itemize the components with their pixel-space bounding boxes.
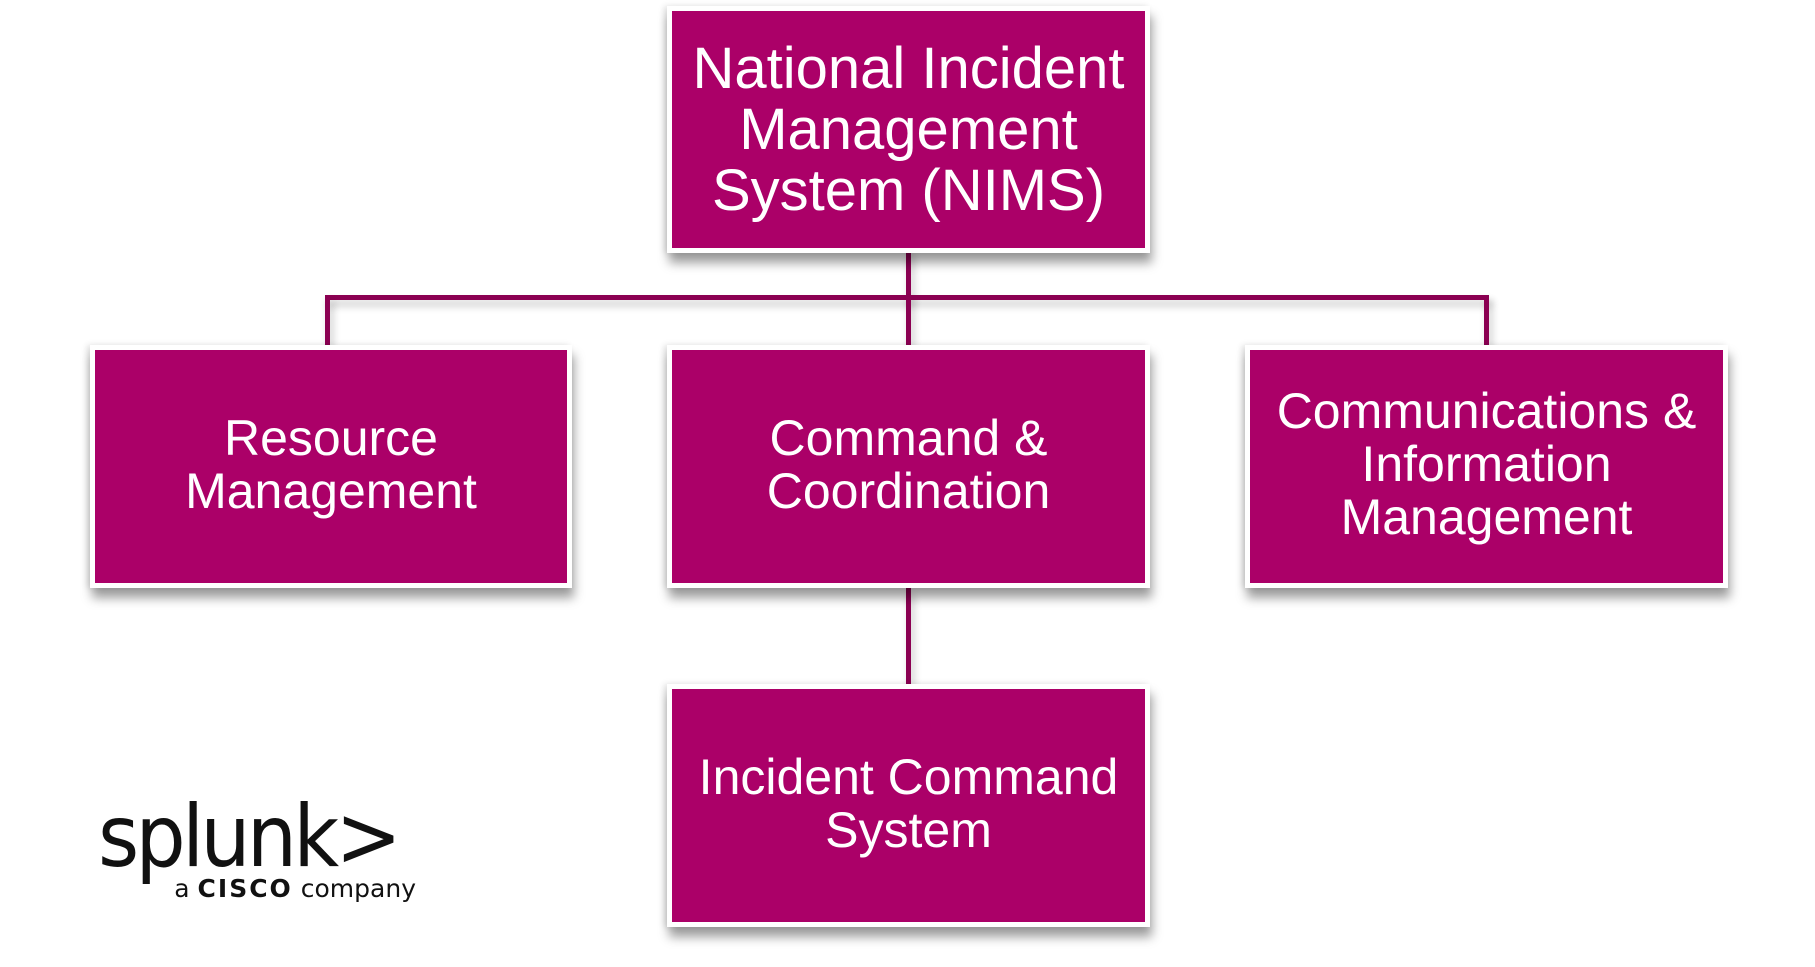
tagline-prefix: a: [174, 874, 190, 903]
node-command-coordination: Command & Coordination: [667, 345, 1150, 588]
connector-to-command-coordination: [906, 295, 911, 345]
node-communications-information-management-label: Communications & Information Management: [1276, 383, 1697, 545]
tagline-suffix: company: [300, 874, 416, 903]
node-incident-command-system-label: Incident Command System: [698, 748, 1119, 858]
connector-command-to-ics: [906, 588, 911, 684]
splunk-logo: splunk> a CISCO company: [98, 792, 428, 904]
node-resource-management-label: Resource Management: [185, 409, 477, 519]
node-command-coordination-label: Command & Coordination: [766, 409, 1051, 519]
cisco-brand: CISCO: [197, 874, 293, 903]
node-incident-command-system: Incident Command System: [667, 684, 1150, 927]
node-resource-management: Resource Management: [90, 345, 572, 588]
connector-to-resource-management: [325, 295, 330, 345]
node-nims-root: National Incident Management System (NIM…: [667, 6, 1150, 253]
connector-root-down: [906, 248, 911, 298]
node-nims-root-label: National Incident Management System (NIM…: [692, 36, 1125, 223]
splunk-tagline: a CISCO company: [98, 874, 428, 904]
connector-to-communications-information: [1484, 295, 1489, 345]
splunk-wordmark: splunk>: [98, 787, 402, 887]
node-communications-information-management: Communications & Information Management: [1245, 345, 1728, 588]
